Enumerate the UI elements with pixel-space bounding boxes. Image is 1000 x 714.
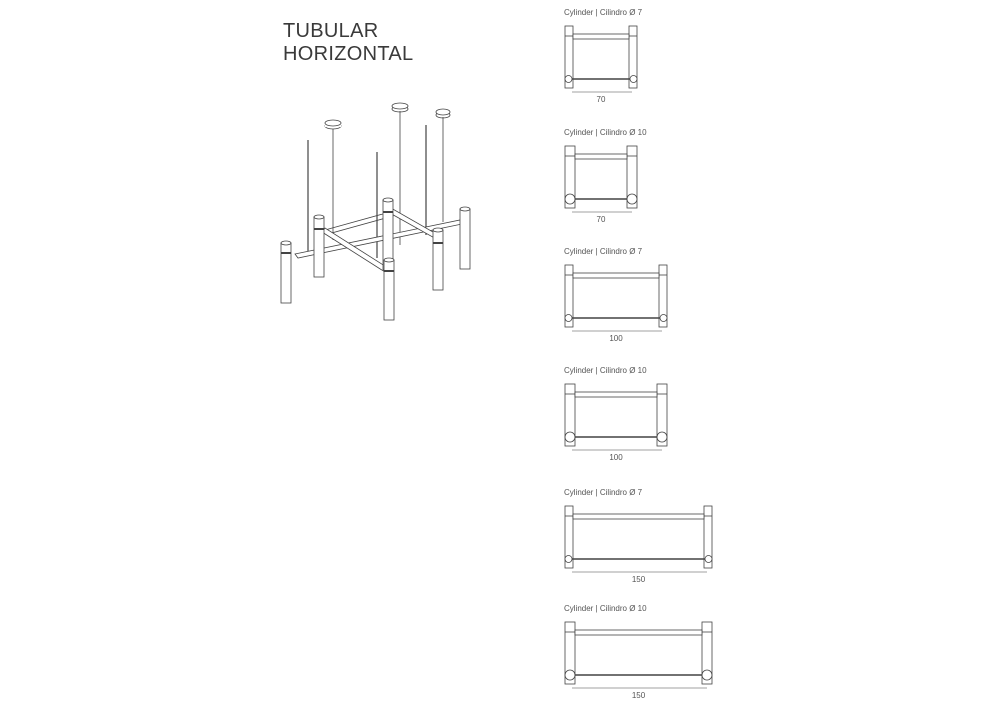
cylinder-right [703,505,713,569]
variant-label: Cylinder | Cilindro Ø 7 [564,8,643,17]
cylinder-right [628,25,638,89]
cylinder-right [626,145,638,209]
horizontal-bar [572,272,660,279]
cylinder-right [656,383,668,447]
horizontal-bar [572,513,705,520]
cylinder-icon [383,257,395,321]
cylinder-icon [432,227,444,291]
dimension-label: 100 [609,453,623,462]
cylinder-icon [313,214,325,278]
variant-label: Cylinder | Cilindro Ø 10 [564,604,647,613]
title-line-2: HORIZONTAL [283,43,414,65]
horizontal-bar [574,391,658,398]
cylinder-icon [459,206,471,270]
side-view-drawing [564,264,668,332]
variant-diagram: Cylinder | Cilindro Ø 7 100 [560,247,760,357]
variant-diagram: Cylinder | Cilindro Ø 10 100 [560,366,760,476]
horizontal-bar [574,629,703,636]
horizontal-bar [574,153,628,160]
variant-diagram: Cylinder | Cilindro Ø 7 150 [560,488,760,598]
dimension-label: 70 [596,215,606,224]
side-view-drawing [564,505,713,573]
canopy-icon [391,102,409,113]
variant-label: Cylinder | Cilindro Ø 10 [564,128,647,137]
variant-diagram: Cylinder | Cilindro Ø 7 70 [560,8,760,118]
dimension-label: 150 [631,575,646,584]
cylinder-left [564,25,574,89]
cylinder-left [564,505,574,569]
variant-diagram: Cylinder | Cilindro Ø 10 70 [560,128,760,238]
side-view-drawing [564,145,638,213]
variant-label: Cylinder | Cilindro Ø 7 [564,247,643,256]
cylinder-left [564,145,576,209]
variant-label: Cylinder | Cilindro Ø 7 [564,488,643,497]
cylinder-right [701,621,713,685]
canopy-icon [435,108,451,119]
product-title: TUBULAR HORIZONTAL [283,20,413,66]
dimension-label: 150 [631,691,646,700]
dimension-label: 100 [609,334,623,343]
variant-label: Cylinder | Cilindro Ø 10 [564,366,647,375]
canopy-icon [324,119,342,130]
cylinder-left [564,383,576,447]
cylinder-left [564,621,576,685]
side-view-drawing [564,621,713,689]
cylinder-left [564,264,574,328]
variant-diagram: Cylinder | Cilindro Ø 10 150 [560,604,760,714]
dimension-label: 70 [596,95,606,104]
horizontal-bar [572,33,630,40]
side-view-drawing [564,25,638,93]
cylinder-right [658,264,668,328]
chandelier-illustration [280,102,471,321]
title-line-1: TUBULAR [283,20,379,42]
cylinder-icon [280,240,292,304]
side-view-drawing [564,383,668,451]
